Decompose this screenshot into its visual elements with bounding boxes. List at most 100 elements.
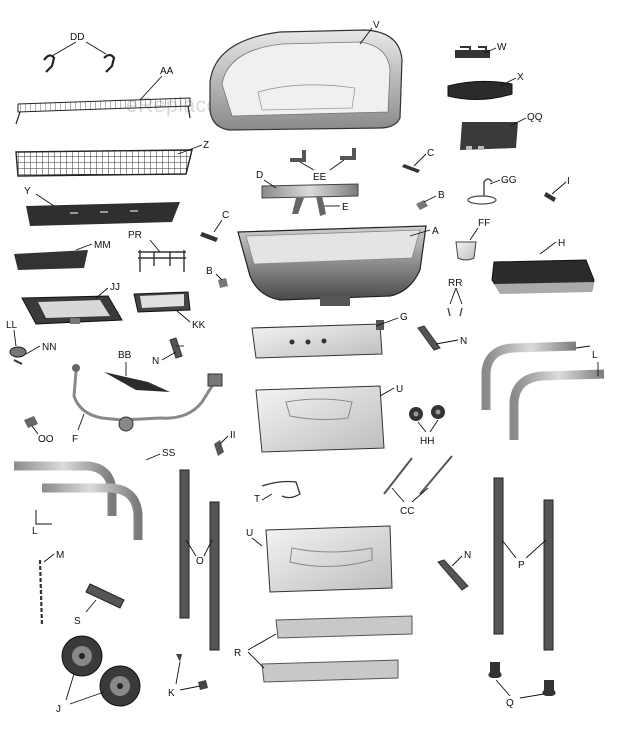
label-h: H: [558, 238, 565, 249]
label-c-lower: C: [222, 210, 229, 221]
label-v: V: [373, 20, 380, 31]
igniter-ii-part: [214, 440, 224, 456]
label-ii: II: [230, 430, 236, 441]
leader-line-u-lower: [251, 537, 263, 547]
axle-part: [38, 559, 44, 627]
leader-line-n-left: [161, 351, 177, 361]
leader-line-i: [551, 181, 567, 195]
control-knobs-part: [409, 405, 445, 421]
label-z: Z: [203, 140, 209, 151]
heat-shield-part: [460, 122, 518, 150]
label-m: M: [56, 550, 64, 561]
leg-caps-part: [488, 662, 556, 696]
cart-frame-tubes-right-part: [481, 341, 605, 440]
leader-line-c-lower: [213, 219, 223, 233]
leader-line-n-lower: [451, 555, 463, 567]
label-i: I: [567, 176, 570, 187]
label-g: G: [400, 312, 408, 323]
label-s: S: [74, 616, 81, 627]
bracket-c-lower-part: [200, 232, 218, 242]
label-o: O: [196, 556, 204, 567]
bracket-n-right-part: [417, 325, 441, 351]
door-hinges-part: [383, 455, 453, 495]
leader-line-k-right: [179, 685, 201, 691]
leader-line-jj: [95, 287, 109, 299]
label-t: T: [254, 494, 260, 505]
side-shelf-part: [491, 259, 595, 294]
label-n-left: N: [152, 356, 159, 367]
label-qq: QQ: [527, 112, 543, 123]
leader-line-cc-right: [411, 487, 429, 503]
leader-line-dd-right: [85, 41, 107, 55]
leader-line-x: [499, 77, 517, 87]
handle-bracket-part: [455, 46, 490, 58]
leader-line-u-upper: [379, 387, 395, 397]
bottom-shelf-rails-part: [261, 615, 413, 683]
leader-line-qq: [509, 117, 527, 127]
grease-cup-holder-part: [467, 178, 497, 205]
leader-line-q-right: [519, 693, 545, 699]
leader-line-l-left: [35, 510, 52, 525]
leader-line-aa: [139, 75, 163, 101]
leader-line-h: [539, 241, 557, 255]
lower-door-panel-part: [265, 525, 393, 593]
bracket-n-lower-part: [437, 559, 469, 591]
leader-line-a: [409, 229, 431, 237]
label-r: R: [234, 648, 241, 659]
label-bb: BB: [118, 350, 132, 361]
cooking-grate-part: [15, 149, 193, 177]
label-b-lower: B: [206, 266, 213, 277]
label-a: A: [432, 226, 439, 237]
lid-handle-part: [447, 80, 513, 101]
fitting-b-lower-part: [218, 278, 228, 288]
label-f: F: [72, 434, 78, 445]
leader-line-v: [359, 27, 373, 45]
grease-cup-part: [455, 241, 477, 261]
label-u-upper: U: [396, 384, 403, 395]
leader-line-gg: [489, 179, 501, 185]
label-d: D: [256, 170, 263, 181]
leader-line-o-left: [185, 539, 197, 557]
label-jj: JJ: [110, 282, 120, 293]
label-q: Q: [506, 698, 514, 709]
leader-line-j-right: [69, 691, 105, 705]
warming-rack-part: [15, 97, 191, 125]
label-ff: FF: [478, 218, 490, 229]
leader-line-oo: [31, 425, 39, 435]
bracket-n-left-part: [169, 337, 184, 359]
leader-line-p-right: [525, 539, 547, 559]
control-panel-part: [251, 320, 384, 359]
leader-line-kk: [175, 309, 191, 323]
label-n-lower: N: [464, 550, 471, 561]
leader-line-ee-left: [299, 161, 315, 171]
axle-bracket-part: [85, 583, 125, 609]
label-hh: HH: [420, 436, 434, 447]
upper-door-panel-part: [255, 385, 385, 453]
burner-brackets-part: [290, 148, 356, 162]
firebox-part: [237, 225, 427, 306]
screws-rr-part: [447, 307, 463, 317]
leader-line-r-lower: [247, 651, 265, 669]
warming-rack-clips-part: [43, 53, 116, 73]
label-k: K: [168, 688, 175, 699]
leader-line-o-right: [203, 539, 213, 557]
leader-line-d: [263, 179, 277, 189]
leader-line-rr-right: [455, 287, 463, 305]
label-l-right: L: [592, 350, 598, 361]
leader-line-t: [261, 493, 273, 501]
label-pr: PR: [128, 230, 142, 241]
leader-line-hh-right: [429, 419, 439, 433]
leader-line-dd-left: [51, 41, 77, 57]
leader-line-ss: [145, 453, 161, 461]
leader-line-mm: [75, 243, 93, 251]
side-burner-box-part: [133, 291, 191, 313]
label-p: P: [518, 560, 525, 571]
label-l-left: L: [32, 526, 38, 537]
leader-line-y: [35, 193, 55, 207]
wheels-part: [61, 635, 141, 707]
label-w: W: [497, 42, 507, 53]
label-n-right: N: [460, 336, 467, 347]
leader-line-q-left: [495, 679, 511, 697]
lid-part: [209, 29, 403, 131]
label-cc: CC: [400, 506, 414, 517]
